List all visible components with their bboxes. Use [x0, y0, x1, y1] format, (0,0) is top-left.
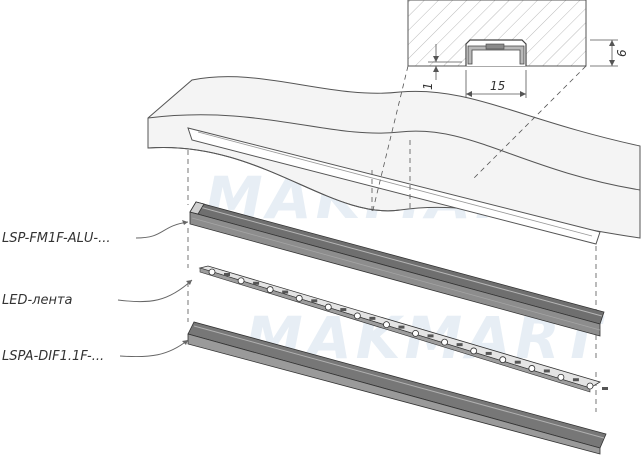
cross-section-inset: 15 6 1	[407, 0, 629, 98]
section-led	[485, 43, 505, 50]
led-resistor	[224, 273, 230, 276]
led-chip	[208, 268, 216, 276]
dim-offset-label: 1	[421, 82, 435, 90]
assembly-lines	[187, 150, 597, 412]
led-resistor	[514, 360, 521, 364]
aluminium-profile	[189, 201, 605, 337]
label-profile: LSP-FM1F-ALU-...	[2, 231, 110, 246]
led-resistor	[282, 290, 289, 294]
led-chip	[266, 286, 274, 293]
led-resistor	[572, 378, 579, 382]
dim-width-label: 15	[490, 79, 505, 93]
led-resistor	[311, 299, 318, 303]
led-chip	[557, 373, 565, 381]
led-chip	[586, 382, 594, 390]
led-chip	[528, 365, 536, 372]
led-chip	[295, 294, 303, 302]
led-chip	[324, 303, 332, 311]
led-resistor	[602, 387, 608, 390]
leader-lines	[117, 221, 193, 358]
led-resistor	[543, 369, 550, 373]
led-chips	[208, 268, 608, 390]
led-resistor	[253, 281, 260, 285]
led-resistor	[427, 334, 434, 338]
led-chip	[353, 312, 361, 320]
led-strip	[198, 265, 608, 393]
led-chip	[412, 329, 419, 337]
led-chip	[470, 347, 478, 355]
led-resistor	[485, 351, 492, 355]
led-chip	[441, 338, 449, 346]
label-diffuser: LSPA-DIF1.1F-...	[2, 349, 104, 364]
led-chip	[499, 356, 507, 364]
label-led-strip: LED-лента	[2, 293, 73, 308]
led-resistor	[369, 316, 376, 320]
led-resistor	[398, 325, 405, 329]
projection-lines	[371, 65, 587, 215]
dim-height-label: 6	[615, 49, 629, 57]
led-resistor	[340, 308, 347, 312]
led-chip	[383, 321, 390, 329]
diffuser	[187, 321, 607, 455]
led-resistor	[456, 343, 463, 347]
led-chip	[237, 277, 245, 285]
